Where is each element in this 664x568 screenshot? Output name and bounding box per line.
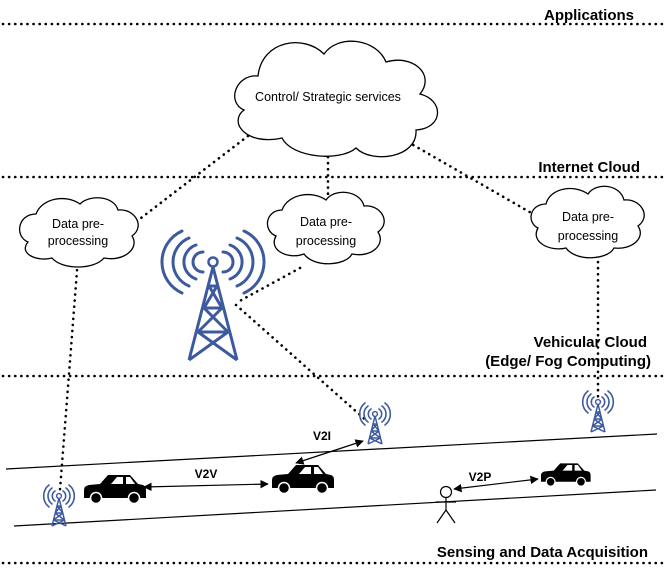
v2i-arrow bbox=[295, 439, 364, 465]
cloud-label-line1: Data pre- bbox=[562, 210, 614, 224]
cloud-label-line2: processing bbox=[296, 234, 356, 248]
cloud-label-line1: Data pre- bbox=[300, 215, 352, 229]
car-icon-left bbox=[83, 474, 147, 505]
cloud-center-preprocessing: Data pre- processing bbox=[266, 191, 385, 265]
v2p-arrow bbox=[453, 475, 539, 493]
dotted-connections bbox=[58, 134, 600, 492]
radio-tower-icon bbox=[160, 229, 266, 362]
connection-left-sensor bbox=[58, 256, 80, 492]
layer-separators bbox=[1, 22, 664, 565]
layer-label-edge-fog-computing: (Edge/ Fog Computing) bbox=[485, 353, 651, 370]
cloud-shape bbox=[530, 185, 645, 259]
cloud-label-line2: processing bbox=[558, 229, 618, 243]
layer-label-sensing: Sensing and Data Acquisition bbox=[437, 544, 648, 561]
connection-tower-rsu bbox=[234, 303, 370, 424]
layer-label-vehicular-cloud: Vehicular Cloud bbox=[534, 334, 647, 351]
car-icon-center bbox=[271, 464, 335, 495]
connection-center-tower bbox=[234, 266, 302, 305]
pedestrian-icon bbox=[436, 485, 456, 524]
v2p-label: V2P bbox=[469, 470, 492, 484]
v2v-label: V2V bbox=[195, 467, 218, 481]
cloud-shape bbox=[234, 40, 439, 158]
cloud-right-preprocessing: Data pre- processing bbox=[530, 185, 645, 259]
layer-label-internet-cloud: Internet Cloud bbox=[538, 159, 640, 176]
v2v-arrow bbox=[143, 479, 269, 492]
car-icon-right bbox=[540, 462, 592, 487]
cloud-control-strategic: Control/ Strategic services bbox=[234, 40, 439, 158]
cloud-left-preprocessing: Data pre- processing bbox=[18, 197, 139, 268]
v2i-label: V2I bbox=[313, 429, 331, 443]
radio-tower-icon-rsu-center bbox=[358, 402, 392, 445]
cloud-label-line2: processing bbox=[48, 234, 108, 248]
cloud-label: Control/ Strategic services bbox=[255, 90, 401, 104]
connection-main-right bbox=[406, 140, 542, 220]
cloud-shape bbox=[18, 197, 139, 268]
road-bottom-edge bbox=[13, 489, 657, 527]
connection-main-left bbox=[126, 134, 250, 230]
cloud-label-line1: Data pre- bbox=[52, 217, 104, 231]
radio-tower-icon-rsu-left bbox=[42, 484, 76, 527]
cloud-shape bbox=[266, 191, 385, 265]
layer-label-applications: Applications bbox=[544, 7, 634, 24]
